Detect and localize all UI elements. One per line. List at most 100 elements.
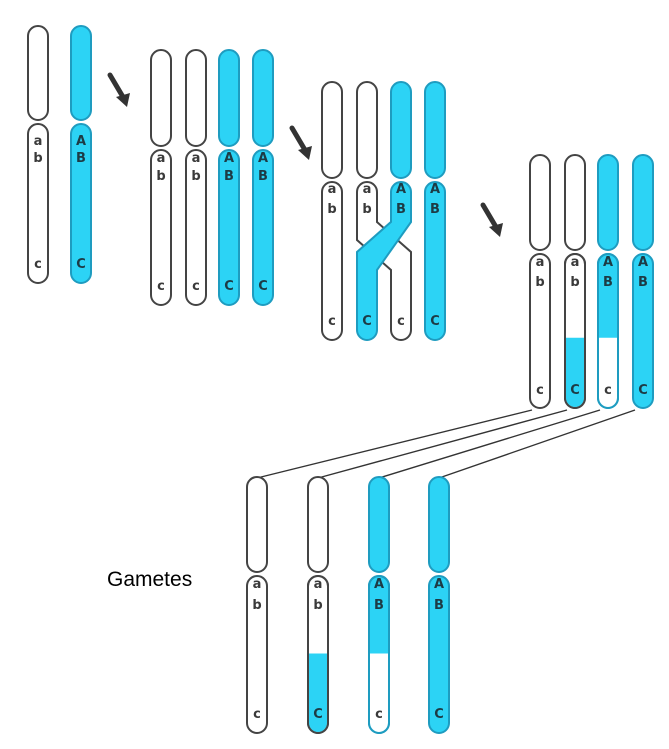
- gene-label-a: a: [328, 182, 337, 197]
- gene-label-a: a: [157, 151, 166, 166]
- gene-label-c: c: [328, 314, 336, 329]
- gene-label-B: B: [374, 598, 384, 613]
- gene-label-A: A: [224, 151, 234, 166]
- arrow-icon: [289, 125, 312, 160]
- gene-label-c: c: [604, 383, 612, 398]
- gene-label-b: b: [33, 151, 42, 166]
- chromosome-stage4-4: AB C: [632, 154, 654, 409]
- gene-label-a: a: [314, 577, 323, 592]
- chromosome-arm-upper: [150, 49, 172, 147]
- chromosome-stage4-1: ab c: [529, 154, 551, 409]
- chromosome-arm-upper: [252, 49, 274, 147]
- chromosome-stage2-3: AB C: [218, 49, 240, 306]
- gene-label-B: B: [430, 202, 440, 217]
- arrow-icon: [480, 202, 503, 237]
- gene-label-b: b: [313, 598, 322, 613]
- gene-label-c: c: [397, 314, 405, 329]
- chromosome-arm-upper: [321, 81, 343, 179]
- gene-label-A: A: [638, 255, 648, 270]
- gene-label-C: C: [224, 279, 234, 294]
- gene-label-B: B: [76, 151, 86, 166]
- gene-label-B: B: [224, 169, 234, 184]
- chromosome-arm-lower: [321, 181, 343, 341]
- chromosomes: abcABCabcabcABCABCabcABCabcabCABcABCabCA…: [27, 25, 654, 734]
- chromosome-arm-lower: [185, 149, 207, 306]
- gene-label-C: C: [430, 314, 440, 329]
- gene-label-A: A: [434, 577, 444, 592]
- gametes-caption: Gametes: [107, 568, 193, 591]
- chromosome-arm-upper: [27, 25, 49, 121]
- gene-label-a: a: [253, 577, 262, 592]
- gene-label-c: c: [375, 707, 383, 722]
- gamete-2: abC: [307, 476, 329, 734]
- chromosome-arm-upper: [246, 476, 268, 573]
- gene-label-A: A: [374, 577, 384, 592]
- crossover-segment: [599, 337, 617, 407]
- chromosome-arm-lower: [70, 123, 92, 284]
- connector-line: [256, 409, 533, 479]
- gene-label-A: A: [396, 182, 406, 197]
- connector-line: [317, 409, 568, 479]
- gene-label-b: b: [327, 202, 336, 217]
- arrows: [107, 72, 503, 237]
- chromosome-stage1-2: AB C: [70, 25, 92, 284]
- crossover-segment: [566, 337, 584, 407]
- gene-label-c: c: [34, 257, 42, 272]
- gene-label-b: b: [570, 275, 579, 290]
- gene-label-b: b: [362, 202, 371, 217]
- gene-label-a: a: [363, 182, 372, 197]
- gene-label-A: A: [76, 134, 86, 149]
- gene-label-C: C: [570, 383, 580, 398]
- gene-label-b: b: [156, 169, 165, 184]
- gene-label-C: C: [638, 383, 648, 398]
- gene-label-a: a: [192, 151, 201, 166]
- crossover-blue-chromatid: [356, 181, 412, 341]
- chromosome-arm-upper: [597, 154, 619, 251]
- chromosome-arm-lower: [218, 149, 240, 306]
- gene-label-C: C: [76, 257, 86, 272]
- gamete-connectors: [256, 409, 636, 479]
- gene-label-C: C: [434, 707, 444, 722]
- crossover-segment: [370, 653, 388, 732]
- chromosome-arm-upper: [564, 154, 586, 251]
- gene-label-A: A: [258, 151, 268, 166]
- chromosome-arm-lower: [150, 149, 172, 306]
- chromosome-arm-lower: [529, 253, 551, 409]
- chromosome-arm-lower: [428, 575, 450, 734]
- chromosome-arm-upper: [529, 154, 551, 251]
- chromosome-stage3-4: AB C: [424, 81, 446, 341]
- chromosome-arm-upper: [307, 476, 329, 573]
- chromosome-stage4-3: ABc: [597, 154, 619, 409]
- chromosome-arm-upper: [70, 25, 92, 121]
- gene-label-B: B: [434, 598, 444, 613]
- chromosome-arm-upper: [368, 476, 390, 573]
- gene-label-a: a: [536, 255, 545, 270]
- gamete-3: ABc: [368, 476, 390, 734]
- chromosome-arm-upper: [424, 81, 446, 179]
- chromosome-arm-lower: [424, 181, 446, 341]
- gene-label-c: c: [253, 707, 261, 722]
- chromosome-stage4-2: abC: [564, 154, 586, 409]
- chromosome-stage2-1: abc: [150, 49, 172, 306]
- chromosome-arm-lower: [246, 575, 268, 734]
- chromosome-stage2-2: abc: [185, 49, 207, 306]
- gene-label-b: b: [535, 275, 544, 290]
- gene-label-A: A: [430, 182, 440, 197]
- chromosome-arm-lower: [27, 123, 49, 284]
- chromosome-arm-upper: [428, 476, 450, 573]
- gene-label-b: b: [191, 169, 200, 184]
- chromosome-arm-lower: [252, 149, 274, 306]
- chromosome-arm-upper: [185, 49, 207, 147]
- arrow-icon: [107, 72, 130, 107]
- gene-label-b: b: [252, 598, 261, 613]
- chromosome-stage2-4: ABC: [252, 49, 274, 306]
- gene-label-A: A: [603, 255, 613, 270]
- gene-label-c: c: [536, 383, 544, 398]
- gene-label-B: B: [603, 275, 613, 290]
- chromosome-stage1-1: ab c: [27, 25, 49, 284]
- gene-label-a: a: [34, 134, 43, 149]
- gene-label-B: B: [638, 275, 648, 290]
- gene-label-C: C: [313, 707, 323, 722]
